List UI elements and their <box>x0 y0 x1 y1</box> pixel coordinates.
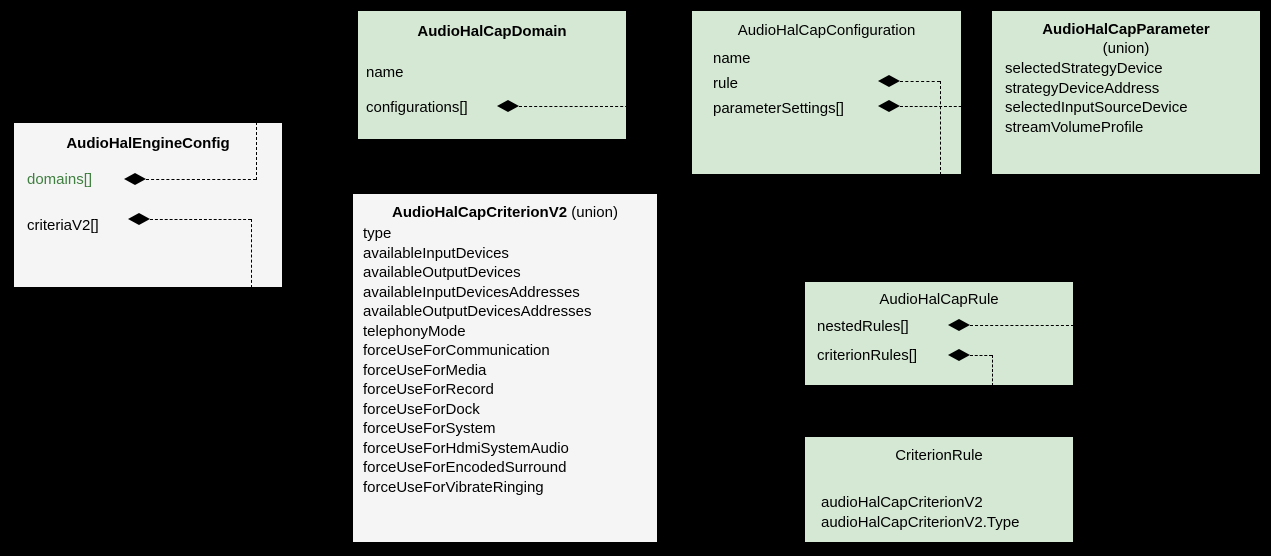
edge-parametersettings-horizontal <box>900 106 991 107</box>
field-list-criterionrule: audioHalCapCriterionV2 audioHalCapCriter… <box>821 493 1073 532</box>
field-name-domain: name <box>366 64 404 81</box>
field-forceuseforhdmisystemaudio: forceUseForHdmiSystemAudio <box>363 439 569 457</box>
field-list-audiohalcapparameter: selectedStrategyDevice strategyDeviceAdd… <box>1005 59 1260 137</box>
field-criteriav2: criteriaV2[] <box>27 217 99 234</box>
field-rule: rule <box>713 75 739 92</box>
edge-domains-vertical <box>256 122 257 180</box>
edge-rule-horizontal <box>900 81 940 82</box>
field-availableinputdevices: availableInputDevices <box>363 244 509 262</box>
edge-configurations-horizontal <box>519 106 694 107</box>
class-box-audiohalcapconfiguration[interactable]: AudioHalCapConfiguration name rule param… <box>691 10 962 175</box>
field-strategydeviceaddress: strategyDeviceAddress <box>1005 79 1160 97</box>
field-name-configuration: name <box>713 50 751 67</box>
field-forceuseformedia: forceUseForMedia <box>363 361 487 379</box>
field-forceusefordock: forceUseForDock <box>363 400 480 418</box>
class-box-audiohalcapdomain[interactable]: AudioHalCapDomain name configurations[] <box>357 10 627 140</box>
composition-diamond-configurations <box>497 100 519 112</box>
edge-criteriav2-horizontal <box>150 219 251 220</box>
field-list-audiohalcapcriterionv2: type availableInputDevices availableOutp… <box>363 224 657 497</box>
field-nestedrules: nestedRules[] <box>817 318 909 335</box>
composition-diamond-rule <box>878 75 900 87</box>
class-title-audiohalcapcriterionv2: AudioHalCapCriterionV2 (union) <box>353 203 657 222</box>
field-audiohalcapcriterionv2-type: audioHalCapCriterionV2.Type <box>821 513 1020 531</box>
composition-diamond-criteriav2 <box>128 213 150 225</box>
class-title-audiohalcapparameter: AudioHalCapParameter <box>1042 21 1210 38</box>
field-availableoutputdevicesaddresses: availableOutputDevicesAddresses <box>363 303 592 320</box>
class-title-audiohalcaprule: AudioHalCapRule <box>879 291 999 308</box>
field-selectedinputsourcedevice: selectedInputSourceDevice <box>1005 99 1188 116</box>
field-availableoutputdevices: availableOutputDevices <box>363 264 521 281</box>
class-title-text: AudioHalCapCriterionV2 <box>392 204 568 221</box>
field-domains: domains[] <box>27 171 93 188</box>
class-box-audiohalcapparameter[interactable]: AudioHalCapParameter (union) selectedStr… <box>991 10 1261 175</box>
field-forceuseforcommunication: forceUseForCommunication <box>363 342 550 359</box>
edge-criteriav2-vertical <box>251 219 252 288</box>
field-forceuseforvibrateringing: forceUseForVibrateRinging <box>363 478 544 496</box>
field-streamvolumeprofile: streamVolumeProfile <box>1005 118 1144 136</box>
field-type: type <box>363 225 392 242</box>
class-box-audiohalengineconfig[interactable]: AudioHalEngineConfig domains[] criteriaV… <box>13 122 283 288</box>
class-box-audiohalcapcriterionv2[interactable]: AudioHalCapCriterionV2 (union) type avai… <box>352 193 658 543</box>
field-configurations: configurations[] <box>366 99 468 116</box>
class-title-criterionrule: CriterionRule <box>895 447 983 464</box>
class-box-audiohalcaprule[interactable]: AudioHalCapRule nestedRules[] criterionR… <box>804 281 1074 386</box>
edge-nestedrules-horizontal <box>970 325 1074 326</box>
composition-diamond-parametersettings <box>878 100 900 112</box>
composition-diamond-domains <box>124 173 146 185</box>
field-forceuseforencodedsurround: forceUseForEncodedSurround <box>363 459 567 476</box>
edge-rule-vertical <box>940 81 941 175</box>
field-selectedstrategydevice: selectedStrategyDevice <box>1005 60 1163 77</box>
field-parametersettings: parameterSettings[] <box>713 100 844 117</box>
composition-diamond-criterionrules <box>948 349 970 361</box>
composition-diamond-nestedrules <box>948 319 970 331</box>
class-title-audiohalcapconfiguration: AudioHalCapConfiguration <box>737 22 916 39</box>
field-forceuseforsystem: forceUseForSystem <box>363 420 496 437</box>
class-box-criterionrule[interactable]: CriterionRule audioHalCapCriterionV2 aud… <box>804 436 1074 543</box>
field-forceuseforrecord: forceUseForRecord <box>363 381 494 398</box>
field-criterionrules: criterionRules[] <box>817 347 918 364</box>
class-subtitle-audiohalcapparameter: (union) <box>1102 40 1150 57</box>
field-telephonymode: telephonyMode <box>363 322 466 340</box>
edge-criterionrules-vertical <box>992 355 993 386</box>
edge-domains-horizontal <box>146 179 256 180</box>
class-title-suffix: (union) <box>571 204 618 221</box>
class-title-audiohalengineconfig: AudioHalEngineConfig <box>66 135 230 152</box>
class-title-audiohalcapdomain: AudioHalCapDomain <box>417 23 567 40</box>
field-availableinputdevicesaddresses: availableInputDevicesAddresses <box>363 283 580 301</box>
edge-criterionrules-horizontal <box>970 355 992 356</box>
field-audiohalcapcriterionv2: audioHalCapCriterionV2 <box>821 494 983 511</box>
